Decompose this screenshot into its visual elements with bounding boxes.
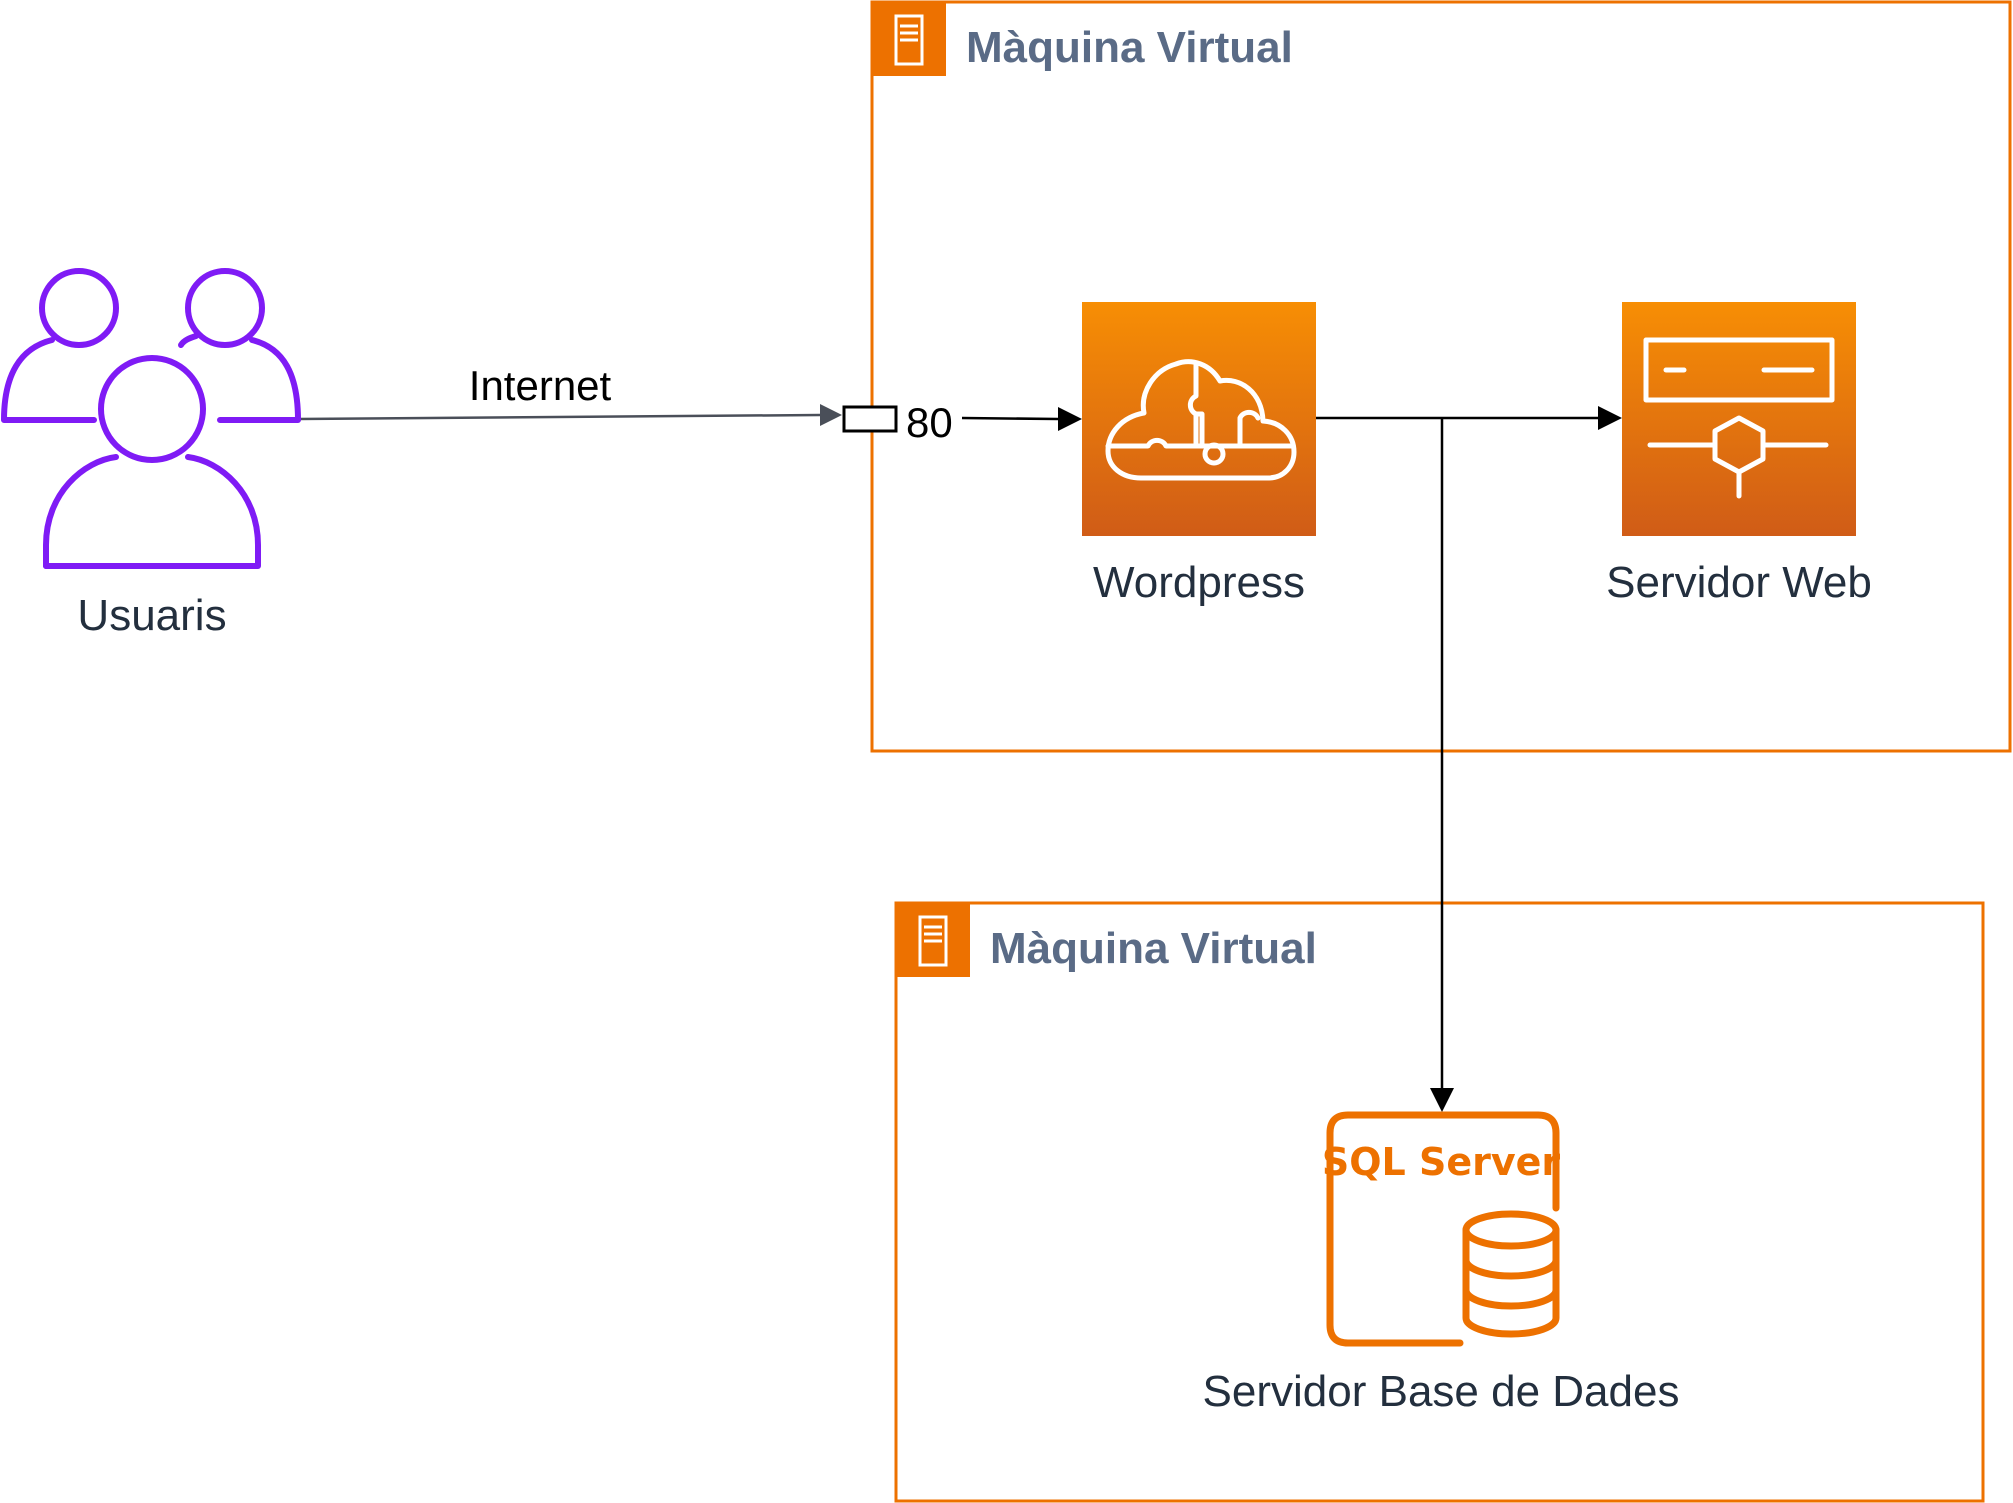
vm-top-server-icon <box>872 2 946 76</box>
connector-wordpress-to-webserver <box>1316 406 1622 430</box>
port-label: 80 <box>906 399 953 446</box>
web-server-node: Servidor Web <box>1606 302 1872 607</box>
sql-server-database-icon <box>1326 1111 1560 1347</box>
port-box <box>842 405 898 433</box>
users-label: Usuaris <box>77 591 226 640</box>
wordpress-tile <box>1082 302 1316 536</box>
wordpress-label: Wordpress <box>1093 558 1305 607</box>
sql-server-badge: SQL Server <box>1322 1140 1561 1184</box>
connector-port-to-wordpress <box>961 407 1082 431</box>
connector-wordpress-to-database <box>1430 418 1454 1112</box>
vm-bottom-server-icon <box>896 903 970 977</box>
port-80: 80 <box>842 399 953 446</box>
internet-label: Internet <box>469 362 612 409</box>
users-group-icon <box>1 268 301 569</box>
database-node: SQL Server Servidor Base de Dades <box>1203 1111 1680 1416</box>
connector-internet <box>297 404 842 426</box>
database-label: Servidor Base de Dades <box>1203 1367 1680 1416</box>
users-node: Usuaris <box>1 268 301 640</box>
server-network-icon <box>1643 337 1835 499</box>
wordpress-node: Wordpress <box>1082 302 1316 607</box>
vm-group-bottom: Màquina Virtual <box>894 901 1985 1503</box>
cloud-puzzle-icon <box>1105 359 1297 481</box>
vm-top-title: Màquina Virtual <box>966 23 1293 72</box>
web-server-label: Servidor Web <box>1606 558 1872 607</box>
vm-group-bottom-border <box>894 901 1985 1503</box>
vm-bottom-title: Màquina Virtual <box>990 924 1317 973</box>
